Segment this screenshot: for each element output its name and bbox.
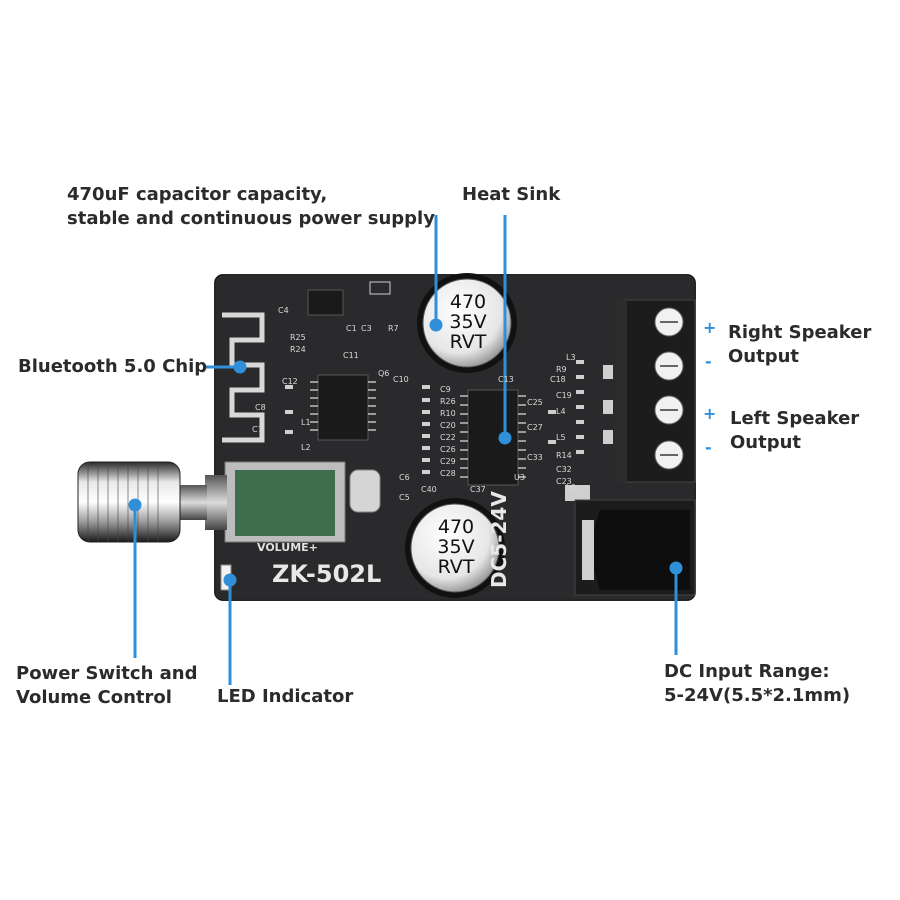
left-speaker-callout-line2: Output: [730, 432, 802, 453]
crystal: [349, 469, 381, 513]
silkscreen-u3: U3: [514, 473, 525, 482]
silkscreen-c26: C26: [440, 445, 456, 454]
silkscreen-r9: R9: [556, 365, 567, 374]
silkscreen-c25: C25: [527, 398, 543, 407]
bluetooth-callout: Bluetooth 5.0 Chip: [18, 356, 208, 377]
smd-components: [285, 360, 613, 474]
pointer-lines: [128, 215, 683, 685]
silkscreen-c4: C4: [278, 306, 289, 315]
left-speaker-callout-line1: Left Speaker: [730, 408, 860, 429]
silkscreen-c5: C5: [399, 493, 410, 502]
capacitor-bottom-voltage: 35V: [437, 536, 475, 558]
silkscreen-l2: L2: [301, 443, 311, 452]
volume-label: VOLUME+: [257, 541, 318, 554]
silkscreen-c33: C33: [527, 453, 543, 462]
potentiometer: [180, 461, 346, 543]
regulator-chip: [307, 289, 344, 316]
silkscreen-c18: C18: [550, 375, 566, 384]
capacitor-bottom-series: RVT: [437, 556, 475, 578]
silkscreen-c28: C28: [440, 469, 456, 478]
silkscreen-r7: R7: [388, 324, 399, 333]
capacitor-top-label: 470 35V RVT: [440, 292, 496, 352]
silkscreen-c9: C9: [440, 385, 451, 394]
silkscreen-c19: C19: [556, 391, 572, 400]
silkscreen-l5: L5: [556, 433, 566, 442]
silkscreen-c32: C32: [556, 465, 572, 474]
right-speaker-callout-line2: Output: [728, 346, 800, 367]
left-plus-sign: +: [703, 404, 717, 423]
silkscreen-q6: Q6: [378, 369, 389, 378]
capacitor-bottom-value: 470: [437, 516, 475, 538]
silkscreen-c8: C8: [255, 403, 266, 412]
silkscreen-c23: C23: [556, 477, 572, 486]
right-plus-sign: +: [703, 318, 717, 337]
silkscreen-r10: R10: [440, 409, 456, 418]
silkscreen-c12: C12: [282, 377, 298, 386]
silkscreen-c1: C1: [346, 324, 357, 333]
heat-sink-callout: Heat Sink: [462, 184, 561, 205]
silkscreen-c22: C22: [440, 433, 456, 442]
power-switch-callout-line1: Power Switch and: [16, 663, 198, 684]
capacitor-callout-line1: 470uF capacitor capacity,: [67, 184, 328, 205]
silkscreen-l4: L4: [556, 407, 566, 416]
capacitor-top-voltage: 35V: [449, 311, 487, 333]
power-switch-callout: Power Switch and Volume Control: [16, 662, 198, 710]
silkscreen-r14: R14: [556, 451, 572, 460]
capacitor-top: [417, 273, 517, 373]
silkscreen-l6: L6: [566, 483, 576, 492]
right-speaker-callout-line1: Right Speaker: [728, 322, 872, 343]
left-minus-sign: -: [705, 438, 712, 457]
led-callout: LED Indicator: [217, 686, 354, 707]
bluetooth-antenna: [222, 312, 265, 443]
volume-knob: [77, 461, 181, 543]
silkscreen-c20: C20: [440, 421, 456, 430]
silkscreen-l3: L3: [566, 353, 576, 362]
silkscreen-c7: C7: [252, 425, 263, 434]
silkscreen-c27: C27: [527, 423, 543, 432]
power-switch-callout-line2: Volume Control: [16, 687, 172, 708]
silkscreen-c13: C13: [498, 375, 514, 384]
silkscreen-c11: C11: [343, 351, 359, 360]
capacitor-top-series: RVT: [449, 331, 487, 353]
right-minus-sign: -: [705, 352, 712, 371]
right-speaker-callout: Right Speaker Output: [728, 321, 871, 369]
capacitor-top-value: 470: [449, 291, 487, 313]
silkscreen-c10: C10: [393, 375, 409, 384]
silkscreen-c40: C40: [421, 485, 437, 494]
dc-voltage-label: DC5-24V: [487, 491, 511, 588]
dc-input-callout: DC Input Range: 5-24V(5.5*2.1mm): [664, 660, 850, 708]
silkscreen-r24: R24: [290, 345, 306, 354]
silkscreen-l1: L1: [301, 418, 311, 427]
silkscreen-c3: C3: [361, 324, 372, 333]
dc-input-callout-line1: DC Input Range:: [664, 661, 830, 682]
capacitor-callout-line2: stable and continuous power supply: [67, 208, 435, 229]
screw-terminal: [615, 299, 696, 483]
capacitor-bottom-label: 470 35V RVT: [428, 517, 484, 577]
silkscreen-c29: C29: [440, 457, 456, 466]
silkscreen-c6: C6: [399, 473, 410, 482]
silkscreen-r25: R25: [290, 333, 306, 342]
model-label: ZK-502L: [272, 560, 382, 588]
left-speaker-callout: Left Speaker Output: [730, 407, 859, 455]
silkscreen-r26: R26: [440, 397, 456, 406]
capacitor-bottom: [405, 498, 505, 598]
bluetooth-chip: [317, 374, 369, 441]
capacitor-callout: 470uF capacitor capacity, stable and con…: [67, 183, 435, 231]
silkscreen-c37: C37: [470, 485, 486, 494]
dc-input-callout-line2: 5-24V(5.5*2.1mm): [664, 685, 851, 706]
